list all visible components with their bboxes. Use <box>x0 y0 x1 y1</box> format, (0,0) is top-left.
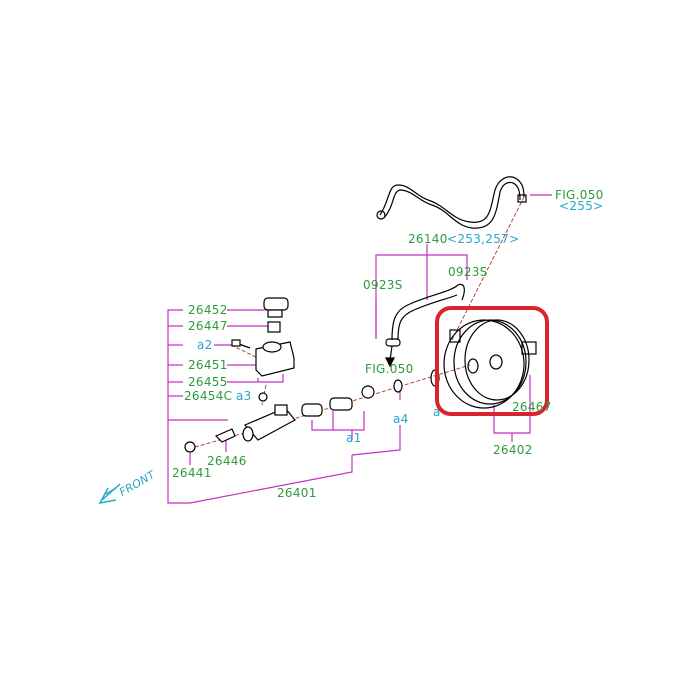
label-ref-a2: a2 <box>197 338 213 352</box>
vacuum-hose-lower <box>385 283 465 368</box>
label-part-0923s-left[interactable]: 0923S <box>363 278 403 292</box>
label-part-26455[interactable]: 26455 <box>188 375 228 389</box>
label-part-26402[interactable]: 26402 <box>493 443 533 457</box>
label-ref-a1: a1 <box>346 431 362 445</box>
label-fig050-mid[interactable]: FIG.050 <box>365 362 414 376</box>
label-ref-a4: a4 <box>393 412 409 426</box>
label-part-26451[interactable]: 26451 <box>188 358 228 372</box>
label-part-26446[interactable]: 26446 <box>207 454 247 468</box>
label-part-26452[interactable]: 26452 <box>188 303 228 317</box>
front-arrow-icon <box>98 483 121 505</box>
vacuum-hose-upper <box>376 176 527 229</box>
label-ref-a5-partial: a <box>433 405 441 419</box>
label-part-26454c[interactable]: 26454C <box>184 389 233 403</box>
label-ref-a3: a3 <box>236 389 252 403</box>
reservoir <box>231 297 295 402</box>
label-part-26401[interactable]: 26401 <box>277 486 317 500</box>
label-fig050-top-ref: <255> <box>559 199 604 213</box>
master-cylinder <box>184 379 403 453</box>
label-part-0923s-right[interactable]: 0923S <box>448 265 488 279</box>
leader-lines <box>167 194 552 504</box>
label-part-26447[interactable]: 26447 <box>188 319 228 333</box>
label-part-26467[interactable]: 26467 <box>512 400 552 414</box>
label-fig050-top[interactable]: FIG.050 <box>555 188 604 202</box>
label-part-26140[interactable]: 26140 <box>408 232 448 246</box>
label-part-26441[interactable]: 26441 <box>172 466 212 480</box>
highlight-box <box>435 306 549 416</box>
brake-booster <box>430 319 537 409</box>
label-part-26140-ref: <253,257> <box>447 232 520 246</box>
